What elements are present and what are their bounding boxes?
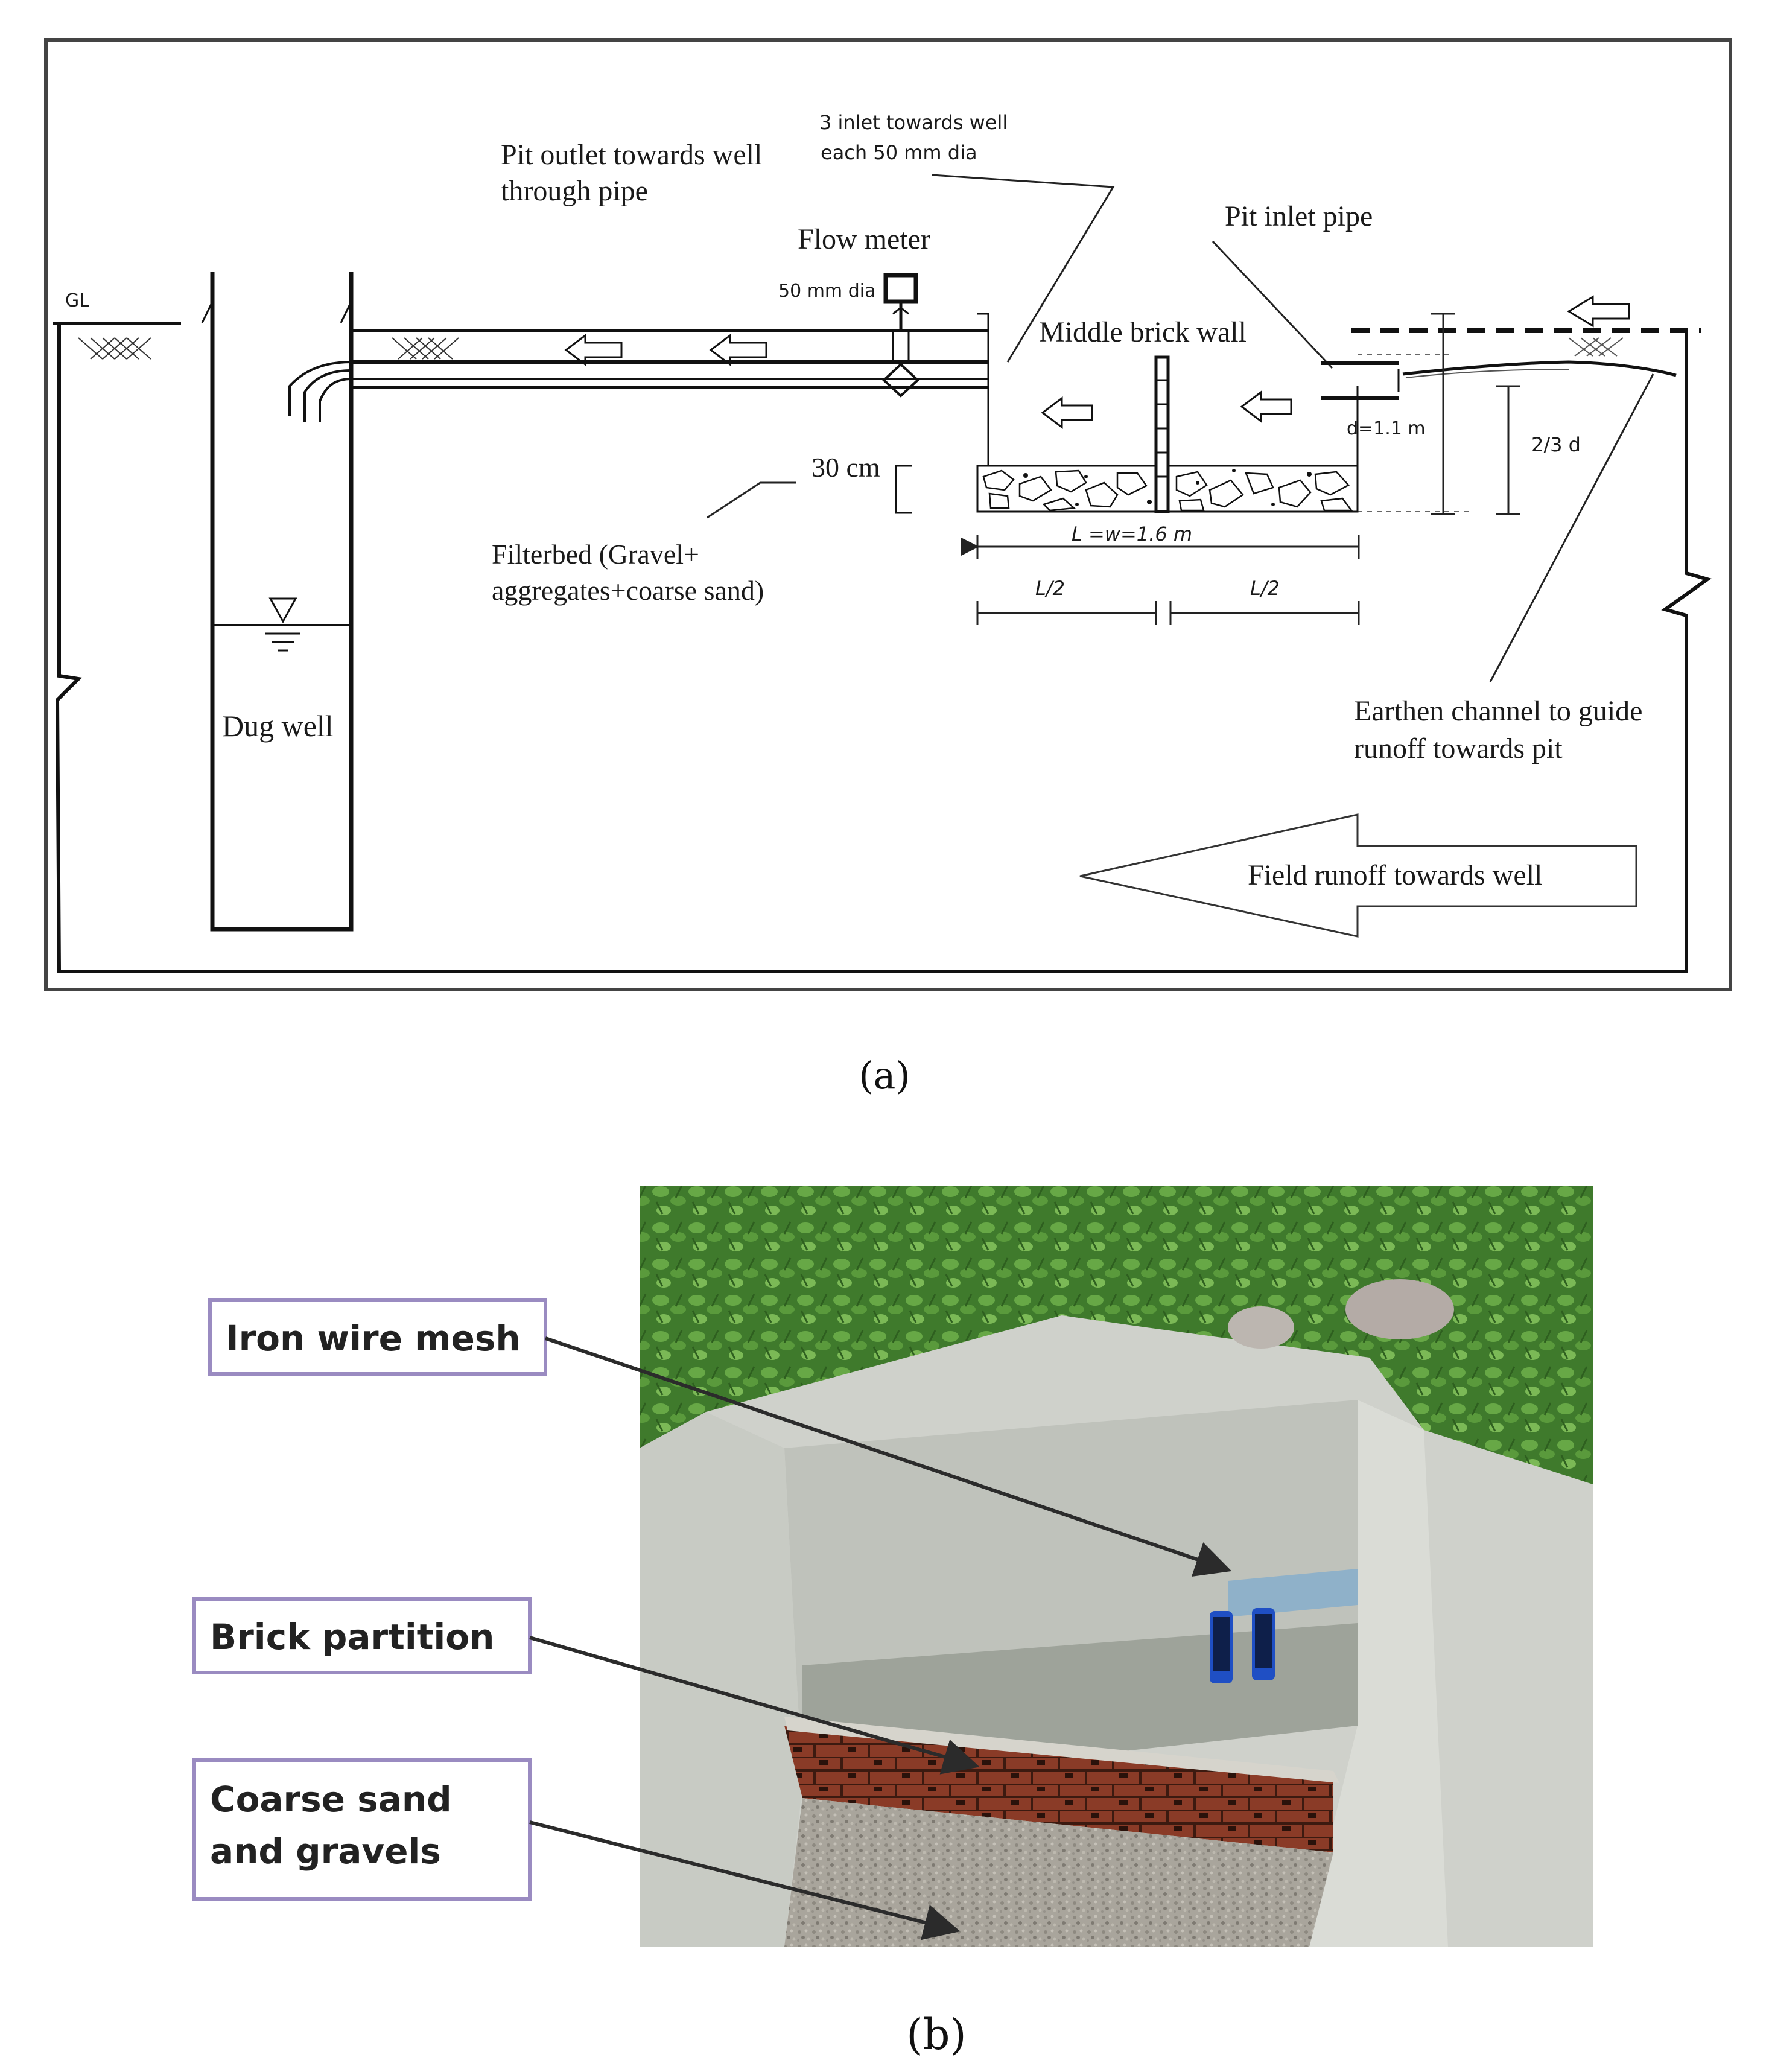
dug-well — [201, 272, 354, 932]
inlets-label-line1: 3 inlet towards well — [819, 111, 1008, 134]
length-dimensions — [961, 535, 1360, 625]
ground-hatch-right — [1568, 337, 1624, 357]
figure-b-photo: Iron wire mesh Brick partition Coarse sa… — [192, 1186, 1593, 2059]
earthen-channel — [1351, 328, 1701, 378]
figure-b-caption: (b) — [906, 2010, 966, 2059]
earthen-channel-label-line1: Earthen channel to guide — [1354, 695, 1642, 727]
field-runoff-label: Field runoff towards well — [1248, 859, 1542, 891]
inlets-label-line2: each 50 mm dia — [821, 141, 977, 164]
water-level-symbol — [212, 597, 351, 652]
callout-brick-partition: Brick partition — [192, 1597, 532, 1674]
pit-flow-arrows — [1041, 390, 1292, 429]
ground-hatch-left — [78, 337, 151, 360]
filterbed-leader-line — [707, 481, 796, 519]
half-length-right-label: L/2 — [1250, 577, 1280, 600]
ground-level-label: GL — [65, 290, 89, 311]
inlets-leader-line — [932, 174, 1115, 363]
figure-a-schematic: GL Dug well Flow meter 50 mm dia Pit out — [44, 38, 1732, 1098]
filterbed-label-line1: Filterbed (Gravel+ — [492, 539, 699, 570]
coarse-sand-label-line1: Coarse sand — [210, 1779, 452, 1820]
pit-inlet-pipe — [1321, 361, 1400, 400]
two-thirds-depth-label: 2/3 d — [1531, 433, 1581, 456]
earthen-channel-label-line2: runoff towards pit — [1354, 733, 1563, 764]
filterbed-label-line2: aggregates+coarse sand) — [492, 575, 764, 606]
callout-coarse-sand: Coarse sand and gravels — [192, 1758, 532, 1901]
flow-meter-label: Flow meter — [798, 223, 930, 255]
ground-hatch-pipe — [392, 337, 459, 360]
callout-iron-wire-mesh: Iron wire mesh — [208, 1298, 547, 1376]
iron-wire-mesh-arrow — [545, 1336, 1232, 1577]
depth-dimension — [1431, 313, 1520, 515]
thirty-cm-label: 30 cm — [811, 452, 880, 483]
middle-brick-wall — [1154, 355, 1170, 513]
depth-label: d=1.1 m — [1347, 418, 1426, 439]
middle-brick-wall-label: Middle brick wall — [1039, 316, 1247, 348]
figure-a-frame — [44, 38, 1732, 991]
field-runoff-arrow — [1079, 813, 1637, 938]
pit-inlet-pipe-label: Pit inlet pipe — [1225, 200, 1373, 232]
brick-partition-arrow — [529, 1636, 980, 1775]
dug-well-label: Dug well — [222, 709, 334, 743]
pit-outlet-label-line1: Pit outlet towards well — [501, 139, 762, 171]
ground-boundary — [53, 322, 1712, 973]
pit-outlet-label-line2: through pipe — [501, 175, 648, 207]
pit-photo — [640, 1186, 1593, 1947]
pit-inlet-leader-line — [1212, 240, 1333, 369]
figure-a-caption: (a) — [859, 1053, 910, 1098]
flow-meter — [882, 273, 919, 398]
brick-partition-label: Brick partition — [210, 1616, 494, 1657]
thirty-cm-bracket — [895, 465, 912, 514]
coarse-sand-label-line2: and gravels — [210, 1831, 441, 1872]
channel-flow-arrow — [1567, 295, 1630, 328]
flow-meter-diameter-label: 50 mm dia — [778, 281, 875, 302]
half-length-left-label: L/2 — [1035, 577, 1065, 600]
length-width-label: L =w=1.6 m — [1072, 523, 1192, 545]
outlet-pipe — [288, 329, 989, 422]
pipe-flow-arrows — [564, 334, 767, 366]
iron-wire-mesh-label: Iron wire mesh — [226, 1318, 521, 1359]
earthen-channel-leader-line — [1489, 373, 1654, 682]
coarse-sand-arrow — [529, 1820, 961, 1940]
